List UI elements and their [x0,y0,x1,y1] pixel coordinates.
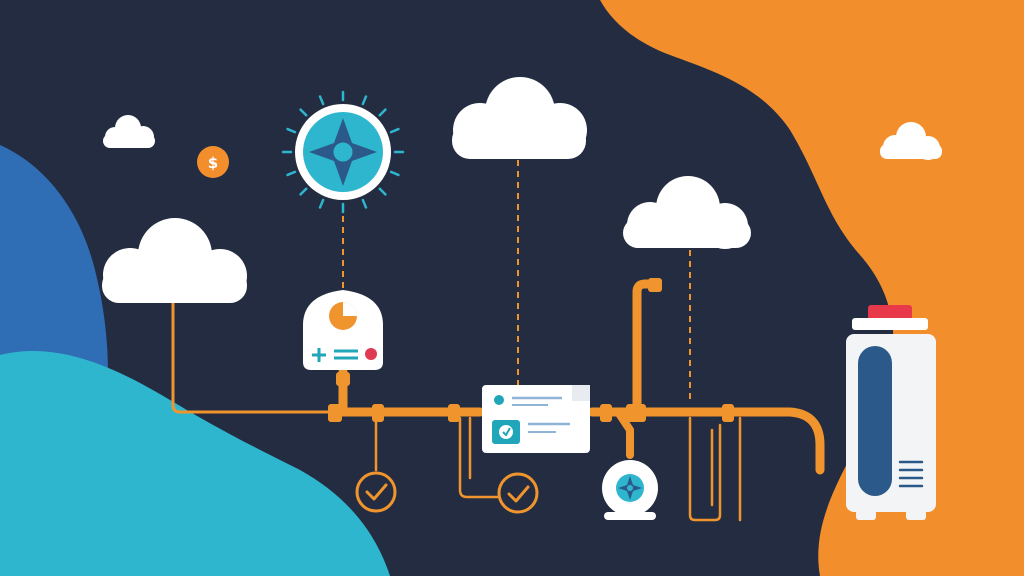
cloud-icon [880,122,942,160]
gauge-compass [602,460,658,520]
dollar-icon: $ [197,146,229,178]
pipe-main-right [587,407,825,475]
pipe-vertical-up [632,279,660,410]
pipe-left-drop [171,298,337,414]
pipe-coupling [448,404,460,422]
compass-icon [281,90,405,214]
compass-ray [389,127,400,134]
pie-chart-icon [329,302,357,330]
pipe-coupling [626,404,646,422]
plus-icon [312,348,326,362]
pipe-gauge-branch [614,408,634,459]
compass-ray [286,170,297,177]
compass-ray [318,198,325,209]
pipe-coupling [600,404,612,422]
pipe-coupling [722,404,734,422]
cloud-icon [102,218,247,303]
compass-ray [378,108,387,117]
cloud-icon [103,115,155,148]
checkmark-icon [355,471,397,513]
cyan-blob [0,351,390,576]
tank-icon [846,305,936,520]
pipe-coupling [336,372,350,386]
card-dot [494,395,504,405]
card-icon [492,420,520,444]
dollar-label: $ [208,154,218,172]
compass-ray [286,127,297,134]
compass-ray [299,187,308,196]
pipe-coupling [372,404,384,422]
compass-ray [361,95,368,106]
compass-ray [318,95,325,106]
pipe-loop-1 [688,416,722,522]
info-card [482,385,590,453]
compass-icon [616,474,644,502]
pipe-check-mid [458,416,500,499]
cloud-icon [623,176,751,249]
compass-ray [389,170,400,177]
pipe-elbow-cap [648,278,662,292]
compass-ray [361,198,368,209]
compass-ray [378,187,387,196]
cloud-icon [452,77,587,159]
checkmark-icon [497,472,539,514]
status-dot [365,348,377,360]
compass-ray [299,108,308,117]
pie-badge-card [303,290,383,370]
pipe-coupling [328,404,342,422]
